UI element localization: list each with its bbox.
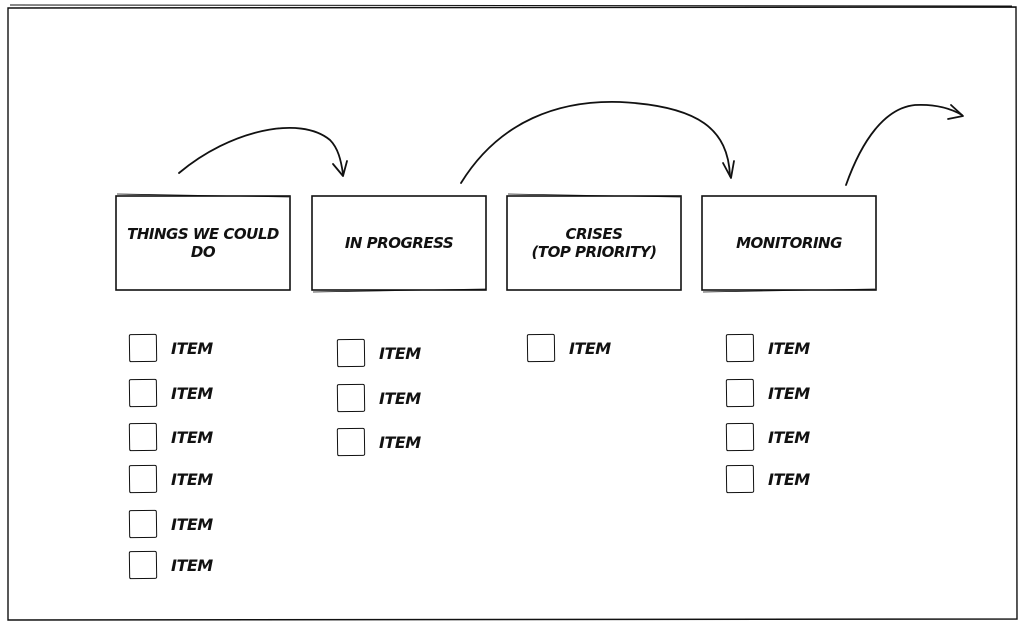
checkbox[interactable] — [128, 550, 158, 580]
stage-title: CRISES (TOP PRIORITY) — [531, 225, 657, 261]
item-label: ITEM — [171, 383, 213, 403]
checkbox[interactable] — [336, 338, 366, 368]
item-label: ITEM — [768, 383, 810, 403]
item-label: ITEM — [171, 514, 213, 534]
outer-frame — [7, 6, 1018, 621]
arrow-things-to-inprogress — [178, 127, 344, 175]
checklist-item: ITEM — [128, 333, 213, 363]
stage-things-we-could-do: THINGS WE COULD DO — [116, 196, 290, 290]
item-label: ITEM — [171, 555, 213, 575]
checklist-item: ITEM — [128, 378, 213, 408]
checklist-item: ITEM — [336, 338, 421, 368]
stage-title: MONITORING — [736, 234, 842, 252]
checkbox[interactable] — [725, 333, 755, 363]
checklist-item: ITEM — [526, 333, 611, 363]
stage-box-crises — [506, 195, 682, 291]
item-label: ITEM — [768, 427, 810, 447]
checklist-item: ITEM — [128, 509, 213, 539]
checkbox[interactable] — [336, 427, 366, 457]
checklist-item: ITEM — [128, 422, 213, 452]
item-label: ITEM — [379, 343, 421, 363]
stage-title: IN PROGRESS — [344, 234, 454, 252]
checklist-item: ITEM — [725, 378, 810, 408]
checklist-item: ITEM — [725, 464, 810, 494]
stage-box-things-we-could-do — [115, 195, 291, 291]
item-label: ITEM — [379, 432, 421, 452]
item-label: ITEM — [768, 469, 810, 489]
checkbox[interactable] — [128, 422, 158, 452]
item-label: ITEM — [171, 469, 213, 489]
arrow-monitoring-out — [845, 103, 963, 186]
checklist-item: ITEM — [725, 333, 810, 363]
stage-title: THINGS WE COULD DO — [127, 225, 279, 261]
checklist-item: ITEM — [128, 550, 213, 580]
stage-crises: CRISES (TOP PRIORITY) — [507, 196, 681, 290]
arrow-inprogress-to-crises — [460, 100, 731, 184]
stage-box-in-progress — [311, 195, 487, 291]
checkbox[interactable] — [526, 333, 556, 363]
checklist-item: ITEM — [336, 383, 421, 413]
checkbox[interactable] — [128, 464, 158, 494]
checklist-item: ITEM — [725, 422, 810, 452]
checkbox[interactable] — [128, 333, 158, 363]
checkbox[interactable] — [725, 422, 755, 452]
checkbox[interactable] — [128, 509, 158, 539]
item-label: ITEM — [171, 427, 213, 447]
stage-box-monitoring — [701, 195, 877, 291]
item-label: ITEM — [768, 338, 810, 358]
item-label: ITEM — [171, 338, 213, 358]
checkbox[interactable] — [336, 383, 366, 413]
checkbox[interactable] — [128, 378, 158, 408]
checkbox[interactable] — [725, 464, 755, 494]
checkbox[interactable] — [725, 378, 755, 408]
item-label: ITEM — [569, 338, 611, 358]
stage-monitoring: MONITORING — [702, 196, 876, 290]
checklist-item: ITEM — [336, 427, 421, 457]
item-label: ITEM — [379, 388, 421, 408]
stage-in-progress: IN PROGRESS — [312, 196, 486, 290]
checklist-item: ITEM — [128, 464, 213, 494]
